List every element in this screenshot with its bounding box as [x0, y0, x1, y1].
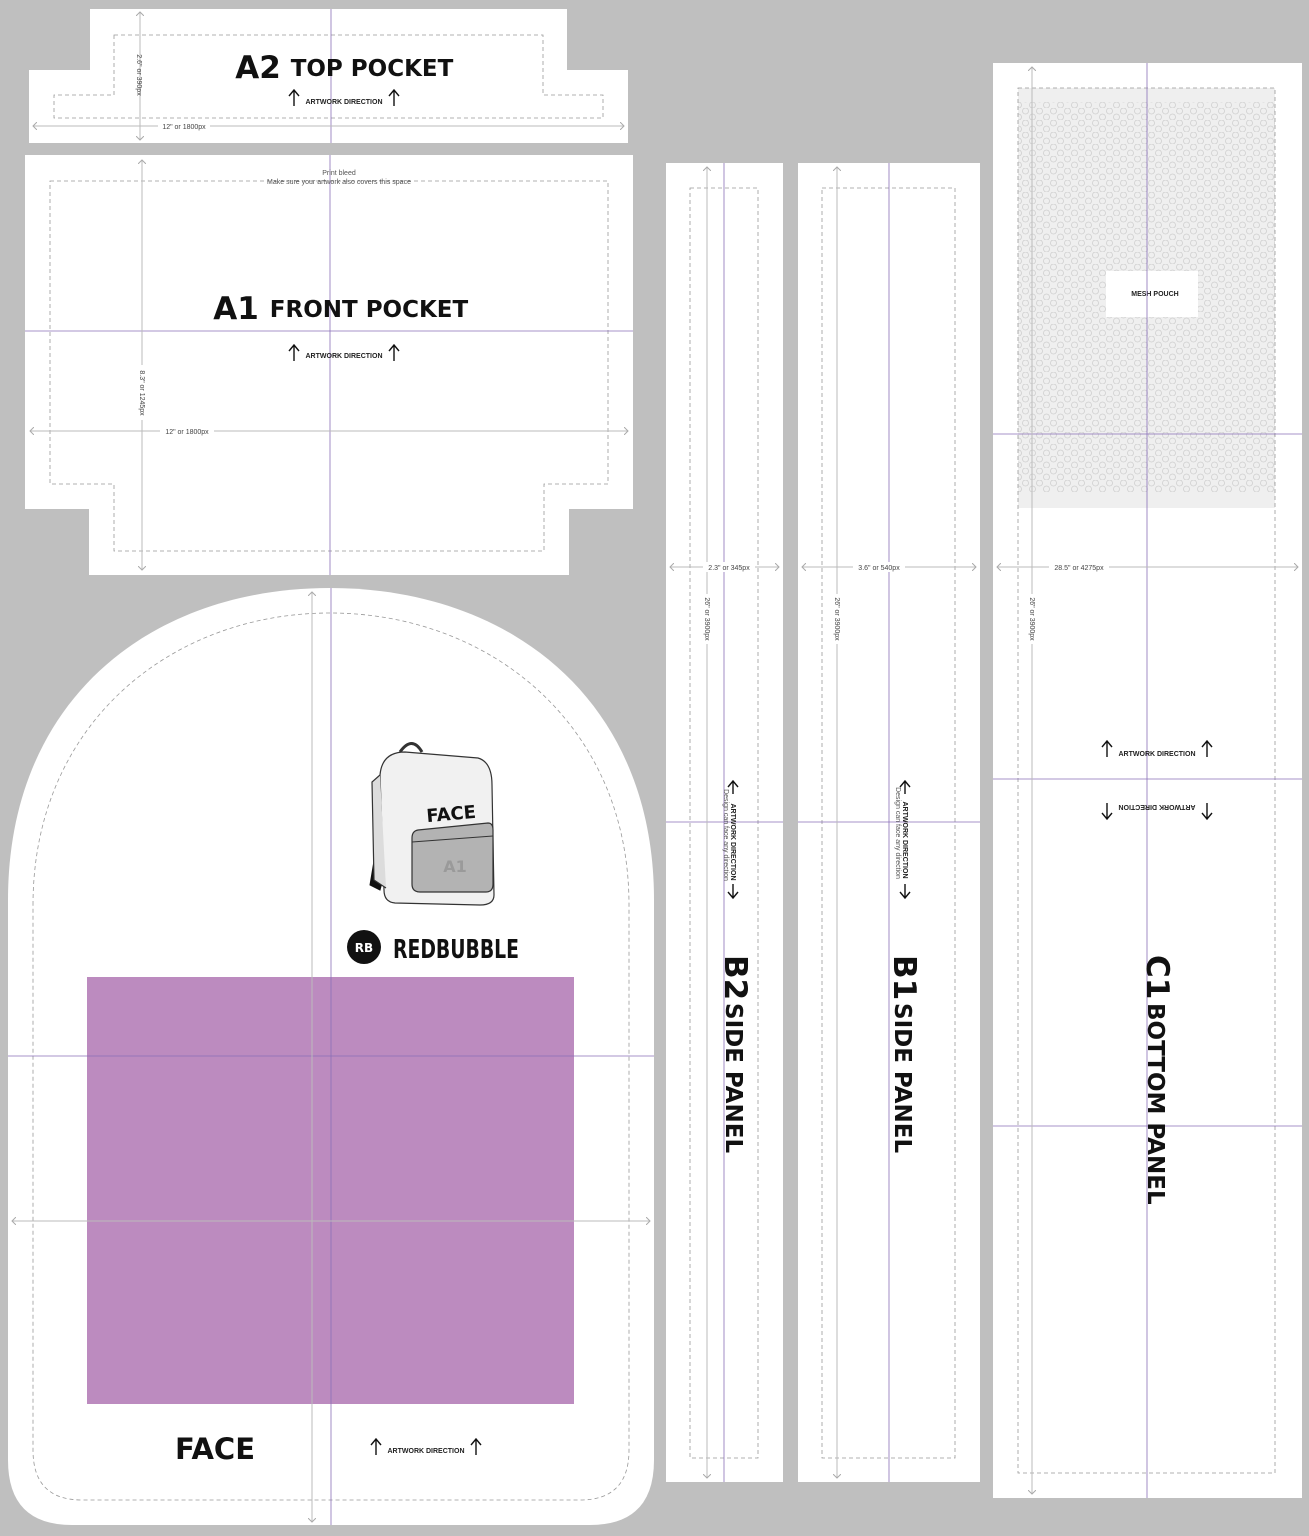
b1-note: Design can face any direction: [894, 787, 901, 879]
arrow-up-icon: [388, 343, 400, 361]
a2-width-dim: 12" or 1800px: [162, 124, 206, 131]
a1-bleed-title: Print bleed: [322, 170, 356, 177]
a1-name: FRONT POCKET: [270, 297, 469, 323]
arrow-up-icon: [370, 1437, 382, 1455]
panel-a1-front-pocket: 12" or 1800px 8.3" or 1245px Print bleed…: [25, 155, 633, 575]
b2-name: SIDE PANEL: [720, 1003, 746, 1153]
b1-artwork-direction: ARTWORK DIRECTION Design can face any di…: [894, 779, 911, 900]
a2-artwork-label: ARTWORK DIRECTION: [306, 99, 383, 106]
b2-artwork-direction: ARTWORK DIRECTION Design can face any di…: [722, 779, 739, 900]
face-artwork-direction: ARTWORK DIRECTION: [370, 1437, 482, 1455]
arrow-up-icon: [288, 343, 300, 361]
redbubble-wordmark: REDBUBBLE: [393, 935, 519, 965]
backpack-pocket-label: A1: [443, 857, 467, 876]
arrow-down-icon: [727, 884, 739, 900]
a1-code: A1: [213, 291, 259, 327]
c1-mesh-label: MESH POUCH: [1131, 291, 1178, 298]
arrow-up-icon: [470, 1437, 482, 1455]
c1-code: C1: [1139, 955, 1175, 999]
a1-height-dim: 8.3" or 1245px: [138, 370, 145, 416]
b1-artwork-label: ARTWORK DIRECTION: [901, 802, 908, 879]
a2-code: A2: [235, 50, 281, 86]
a2-artwork-direction: ARTWORK DIRECTION: [288, 88, 400, 106]
arrow-up-icon: [1101, 739, 1113, 757]
arrow-down-icon: [899, 884, 911, 900]
backpack-face-label: FACE: [426, 802, 477, 827]
face-name: FACE: [175, 1432, 255, 1466]
panel-a2-top-pocket: 12" or 1800px 2.6" or 390px A2 TOP POCKE…: [29, 9, 628, 143]
backpack-illustration: FACE A1: [369, 742, 495, 906]
c1-height-dim: 26" or 3900px: [1028, 597, 1035, 641]
c1-artwork-direction: ARTWORK DIRECTION: [1101, 739, 1213, 758]
b2-width-dim: 2.3" or 345px: [708, 565, 750, 572]
a1-width-dim: 12" or 1800px: [165, 429, 209, 436]
c1-artwork-direction-flipped: ARTWORK DIRECTION: [1101, 803, 1213, 821]
b1-code: B1: [886, 955, 922, 1000]
redbubble-mark: RB: [355, 941, 373, 955]
arrow-down-icon: [1101, 803, 1113, 821]
b2-height-dim: 26" or 3900px: [703, 597, 710, 641]
arrow-down-icon: [1201, 803, 1213, 821]
face-artwork-label: ARTWORK DIRECTION: [388, 1448, 465, 1455]
arrow-up-icon: [727, 779, 739, 794]
b1-height-dim: 26" or 3900px: [833, 597, 840, 641]
c1-width-dim: 28.5" or 4275px: [1054, 565, 1104, 572]
b1-width-dim: 3.6" or 540px: [858, 565, 900, 572]
arrow-up-icon: [388, 88, 400, 106]
panel-face: FACE A1 RB REDBUBBLE FACE ARTWORK DIRECT…: [8, 588, 654, 1525]
a1-bleed-note: Make sure your artwork also covers this …: [267, 179, 411, 186]
panel-c1-bottom: MESH POUCH 28.5" or 4275px 26" or 3900px…: [993, 63, 1302, 1498]
a1-artwork-direction: ARTWORK DIRECTION: [288, 343, 400, 361]
arrow-up-icon: [899, 779, 911, 794]
b2-note: Design can face any direction: [722, 789, 729, 881]
panel-b1-side: 3.6" or 540px 26" or 3900px ARTWORK DIRE…: [798, 163, 980, 1482]
arrow-up-icon: [288, 88, 300, 106]
arrow-up-icon: [1201, 739, 1213, 757]
face-artwork-area: [87, 977, 574, 1404]
b2-artwork-label: ARTWORK DIRECTION: [729, 804, 736, 881]
b1-name: SIDE PANEL: [889, 1003, 915, 1153]
a1-artwork-label: ARTWORK DIRECTION: [306, 353, 383, 360]
c1-artwork-flipped-label: ARTWORK DIRECTION: [1119, 803, 1196, 810]
a2-name: TOP POCKET: [291, 56, 454, 82]
redbubble-logo: RB REDBUBBLE: [347, 930, 519, 965]
redbubble-mark-icon: [347, 930, 381, 964]
a2-height-dim: 2.6" or 390px: [135, 54, 142, 96]
b2-code: B2: [717, 955, 753, 1000]
c1-artwork-label: ARTWORK DIRECTION: [1119, 751, 1196, 758]
c1-name: BOTTOM PANEL: [1142, 1003, 1168, 1205]
panel-b2-side: 2.3" or 345px 26" or 3900px ARTWORK DIRE…: [666, 163, 783, 1482]
